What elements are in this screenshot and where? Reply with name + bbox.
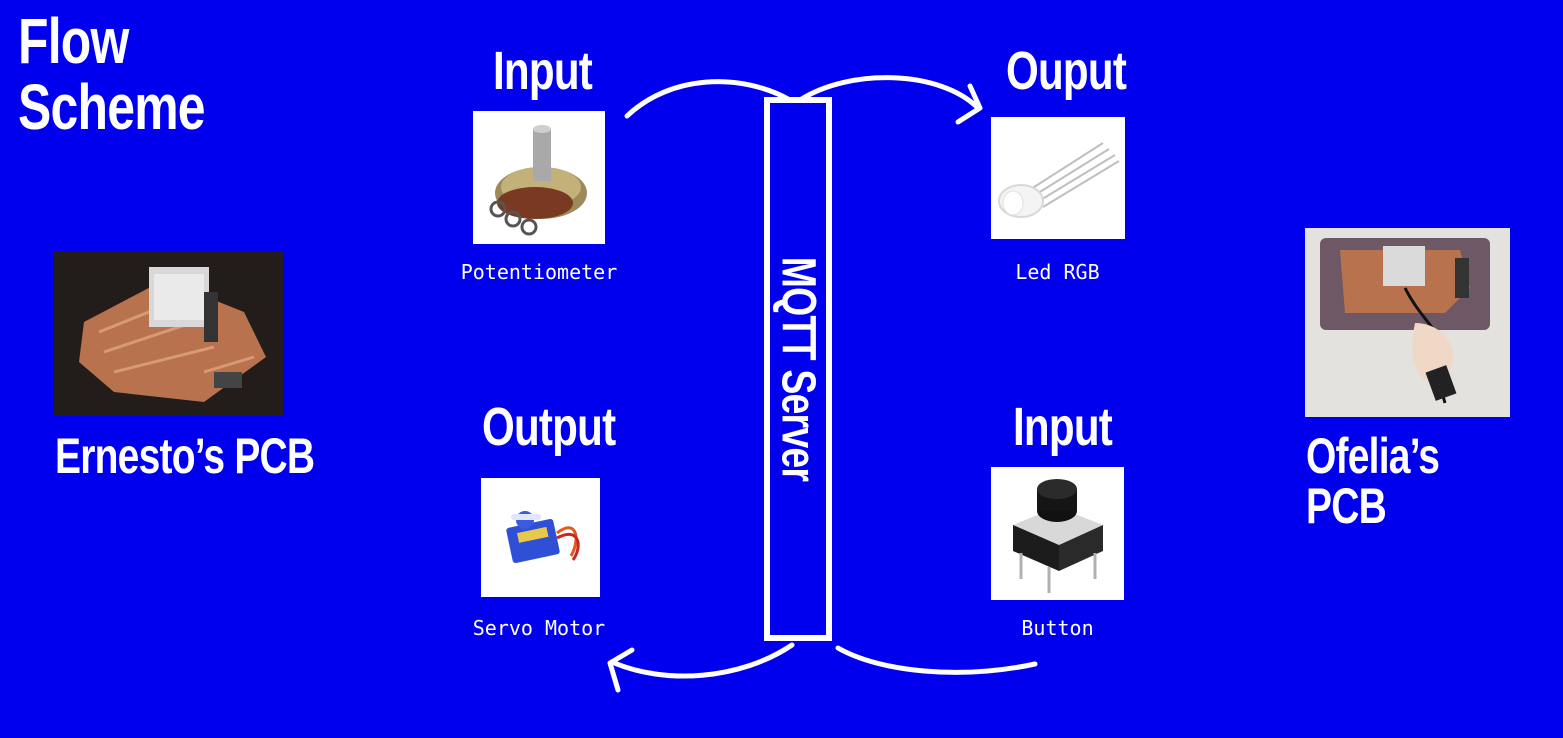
servo-motor-photo bbox=[481, 478, 600, 597]
ernesto-pcb-label: Ernesto’s PCB bbox=[55, 428, 315, 484]
potentiometer-photo bbox=[473, 111, 605, 244]
mqtt-server-box: MQTT Server bbox=[764, 97, 832, 641]
mqtt-server-label: MQTT Server bbox=[771, 256, 825, 482]
potentiometer-role-label: Input bbox=[493, 41, 593, 101]
ofelia-pcb-photo bbox=[1305, 228, 1510, 417]
potentiometer-caption: Potentiometer bbox=[460, 260, 618, 284]
page-title: Flow Scheme bbox=[18, 5, 206, 143]
button-photo bbox=[991, 467, 1124, 600]
title-line-1: Flow bbox=[18, 5, 129, 77]
flow-arrow-bottom-right bbox=[835, 645, 1038, 675]
arrowhead-top-right bbox=[955, 83, 983, 125]
title-line-2: Scheme bbox=[18, 71, 206, 143]
flow-arrow-bottom-left bbox=[609, 642, 795, 679]
led-role-label: Ouput bbox=[1006, 41, 1127, 101]
button-role-label: Input bbox=[1013, 397, 1113, 457]
flow-arrow-top-right bbox=[797, 75, 981, 111]
servo-role-label: Output bbox=[482, 397, 616, 457]
button-caption: Button bbox=[1021, 616, 1094, 640]
ernesto-pcb-photo bbox=[54, 252, 283, 416]
ofelia-pcb-label: Ofelia’s PCB bbox=[1306, 428, 1440, 534]
arrowhead-bottom-left bbox=[607, 647, 635, 693]
servo-motor-caption: Servo Motor bbox=[472, 616, 606, 640]
flow-arrow-top-left bbox=[624, 79, 793, 119]
led-rgb-caption: Led RGB bbox=[1015, 260, 1100, 284]
led-rgb-photo bbox=[991, 117, 1125, 239]
